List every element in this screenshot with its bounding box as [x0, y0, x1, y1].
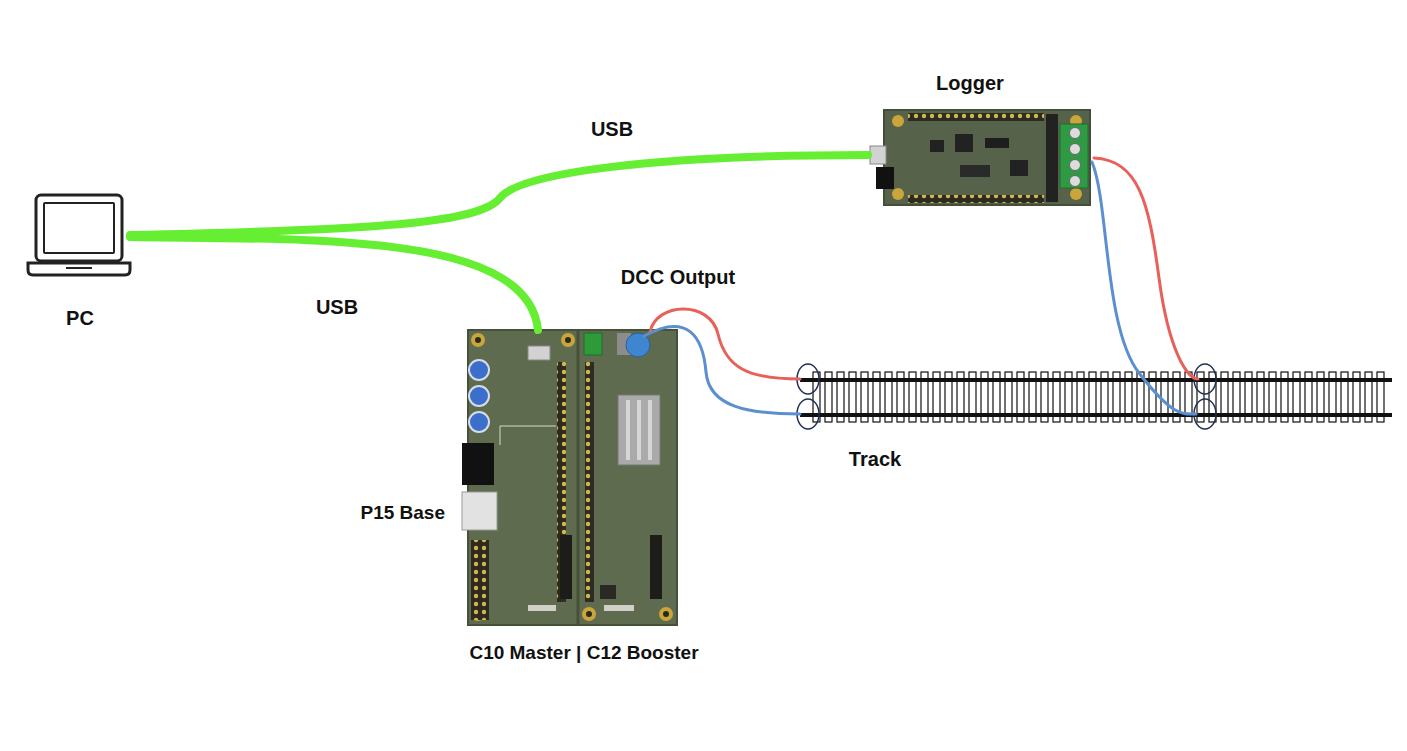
connector: [650, 535, 662, 599]
chip: [930, 140, 944, 152]
terminal-base: [1046, 114, 1058, 202]
silkscreen: [500, 426, 501, 445]
connector: [604, 605, 634, 611]
pcb: [468, 330, 677, 625]
edge-label: USB: [287, 295, 387, 319]
chip: [960, 165, 990, 177]
capacitor: [469, 412, 489, 432]
node-label: PC: [30, 306, 130, 330]
capacitor: [469, 360, 489, 380]
diagram-node: P15 BaseC10 Master | C12 Booster: [468, 330, 677, 625]
diagram-node: Track: [800, 368, 1392, 428]
terminal-screw: [1070, 176, 1081, 187]
node-label: Track: [825, 447, 925, 471]
wire: [644, 327, 800, 414]
chip: [600, 585, 616, 599]
pin-header: [471, 540, 489, 620]
pin-header: [585, 362, 594, 602]
terminal-screw: [1070, 144, 1081, 155]
pcb-split: [577, 330, 580, 625]
silkscreen: [500, 426, 556, 427]
wire: [130, 237, 538, 330]
edge-label: DCC Output: [578, 265, 778, 289]
terminal-block: [1060, 124, 1088, 188]
switch: [876, 167, 894, 189]
capacitor: [469, 386, 489, 406]
track-wires: [1092, 158, 1198, 414]
diagram-node: PC: [25, 190, 130, 330]
connector: [560, 535, 572, 599]
edge-label: USB: [562, 117, 662, 141]
node-label: C10 Master | C12 Booster: [434, 642, 734, 665]
pcb: [884, 110, 1090, 205]
chip: [1010, 160, 1028, 176]
chip: [955, 134, 973, 152]
wire: [650, 309, 800, 379]
track-wires: [644, 309, 800, 414]
laptop-screen: [36, 195, 122, 261]
usb-socket: [870, 146, 886, 164]
wire: [1092, 162, 1196, 414]
mount-hole-center: [565, 337, 571, 343]
rail: [800, 413, 1392, 417]
diagram-node: Logger: [868, 68, 1090, 208]
laptop-icon: [28, 195, 130, 275]
logger-board: [870, 110, 1090, 205]
rail: [800, 378, 1392, 382]
board-name: P15 Base: [300, 502, 445, 525]
base-board: [462, 330, 677, 625]
mount-hole: [892, 188, 904, 200]
terminal-block: [584, 333, 602, 355]
track: [797, 364, 1392, 429]
connector: [528, 605, 556, 611]
mount-hole-center: [586, 611, 592, 617]
wire: [130, 155, 868, 235]
mount-hole: [582, 607, 596, 621]
laptop-base: [28, 263, 130, 275]
laptop-touchpad: [66, 267, 92, 269]
terminal-screw: [1070, 128, 1081, 139]
mount-hole: [1070, 188, 1082, 200]
relay-contact: [648, 400, 652, 460]
dcc-connector: [626, 333, 650, 357]
relay-contact: [626, 400, 630, 460]
mount-hole-center: [475, 337, 481, 343]
mount-hole: [892, 115, 904, 127]
pin-header: [908, 195, 1044, 203]
usb-cable: [130, 155, 868, 235]
usb-cable: [130, 237, 538, 330]
power-jack: [462, 443, 494, 485]
terminal-screw: [1070, 160, 1081, 171]
laptop-display: [44, 203, 114, 253]
mount-hole-center: [663, 611, 669, 617]
mount-hole: [471, 333, 485, 347]
relay-contact: [637, 400, 641, 460]
mount-hole: [561, 333, 575, 347]
pin-header: [908, 113, 1044, 121]
chip: [985, 138, 1009, 148]
node-label: Logger: [870, 71, 1070, 95]
relay: [618, 395, 660, 465]
usb-b-socket: [462, 492, 497, 530]
mount-hole: [659, 607, 673, 621]
usb-socket: [528, 346, 550, 360]
